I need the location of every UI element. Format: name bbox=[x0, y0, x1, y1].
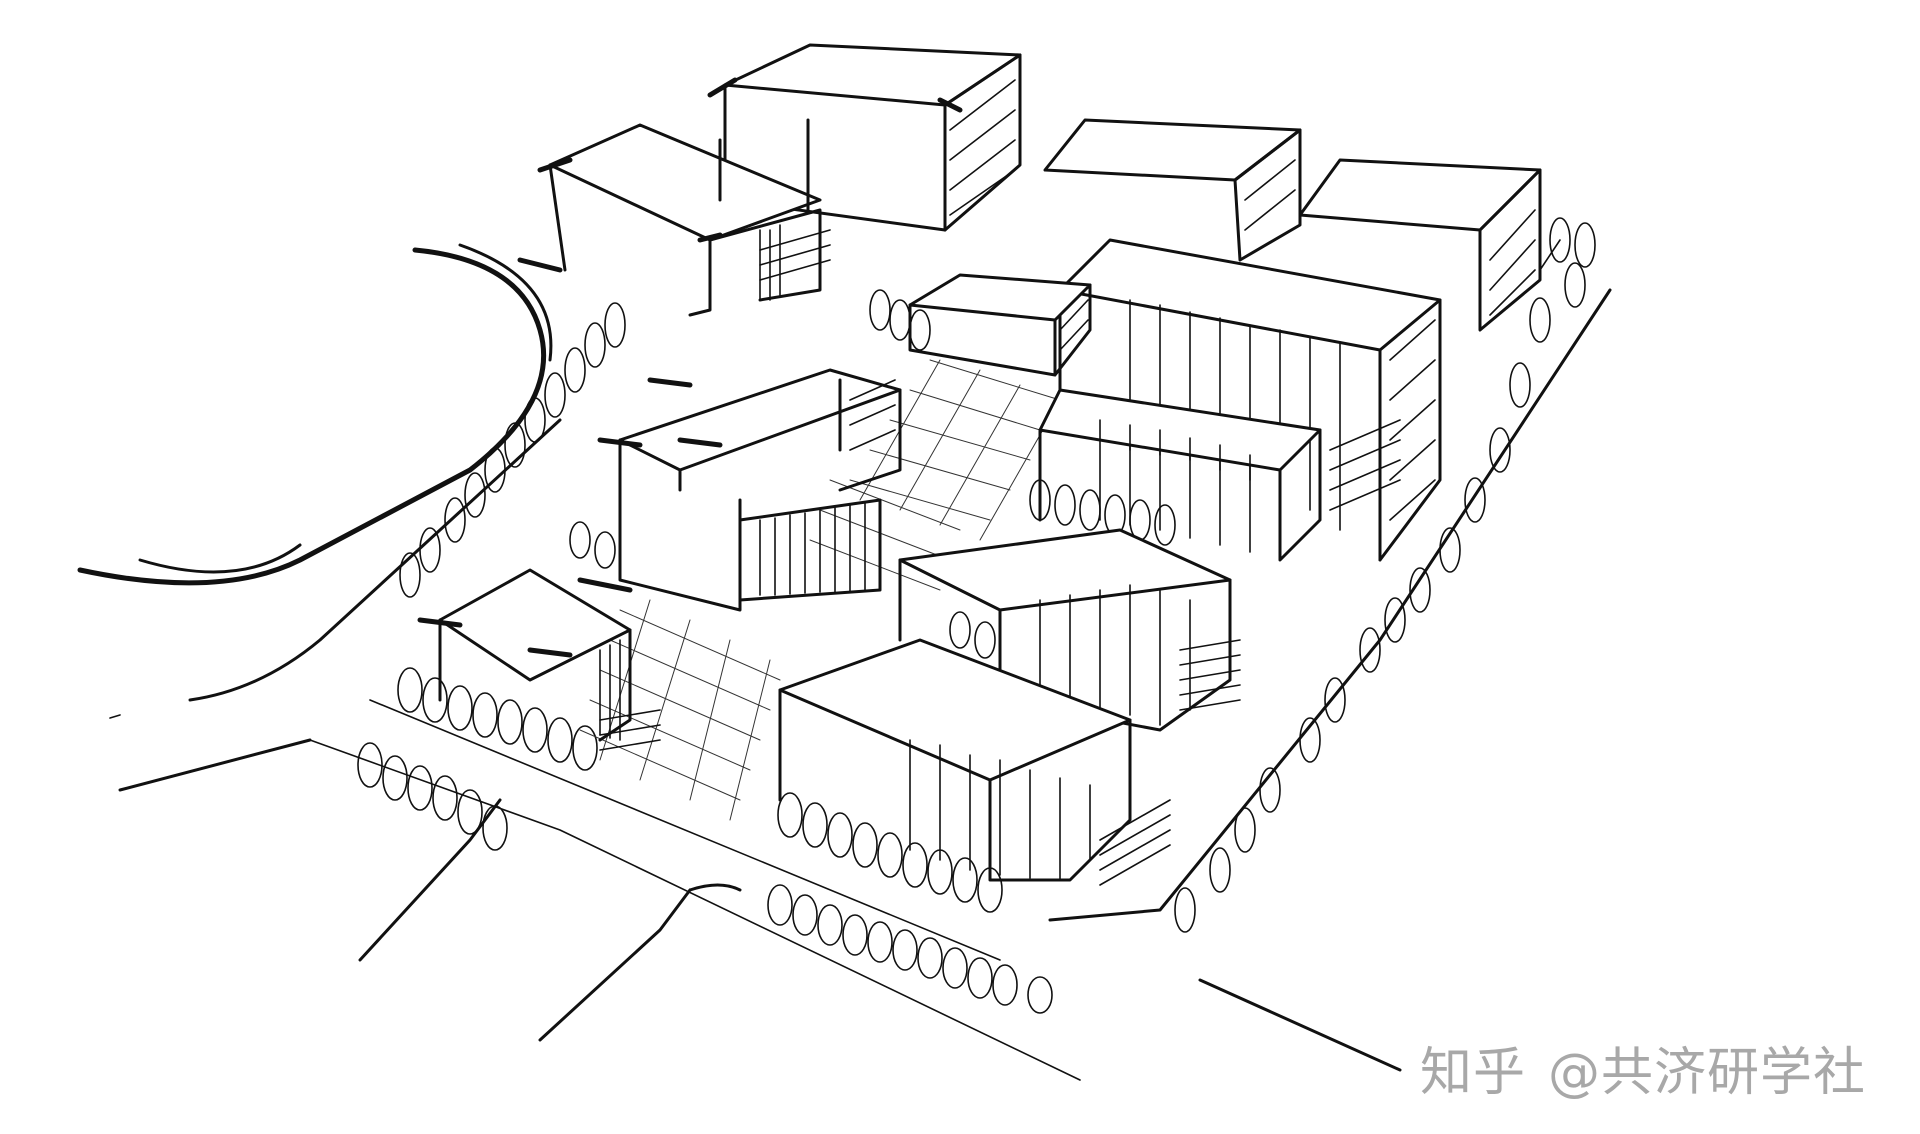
building-northeast bbox=[1043, 118, 1542, 332]
building-center-hatched bbox=[738, 498, 882, 602]
street-curve-left bbox=[77, 239, 1612, 1081]
building-south bbox=[778, 638, 1132, 882]
tree-rows bbox=[357, 217, 1596, 1014]
watermark-platform: 知乎 bbox=[1420, 1043, 1527, 1103]
building-northwest bbox=[517, 118, 822, 317]
building-west-l bbox=[577, 368, 902, 612]
building-east bbox=[1038, 388, 1322, 562]
watermark: 知乎 @共济研学社 bbox=[1420, 1030, 1866, 1105]
watermark-handle: @共济研学社 bbox=[1548, 1043, 1867, 1103]
building-tower-north bbox=[707, 43, 1022, 232]
building-center-cube bbox=[908, 273, 1092, 377]
stair-hatching bbox=[599, 229, 1401, 886]
building-southwest bbox=[417, 568, 632, 742]
